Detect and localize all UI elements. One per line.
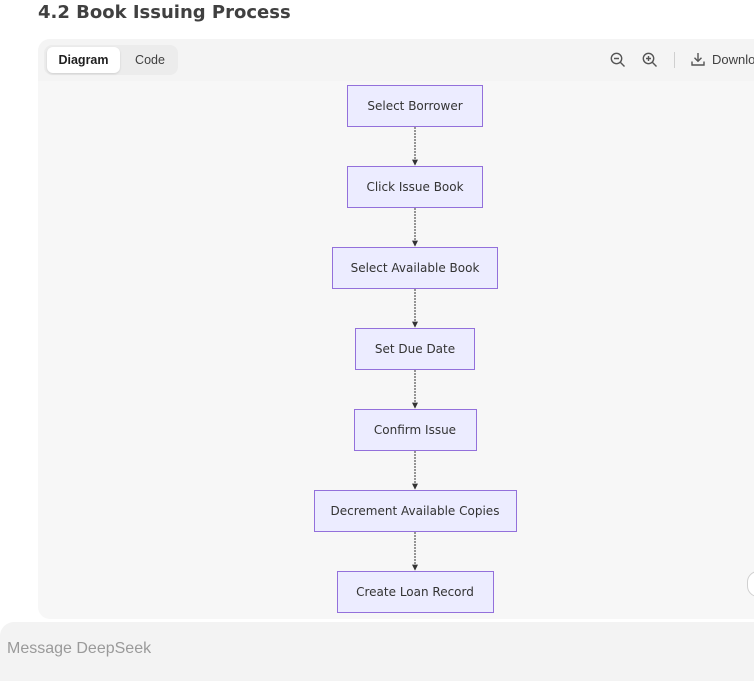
flowchart-edges [412,127,418,571]
flow-node[interactable]: Confirm Issue [353,409,477,451]
flow-node[interactable]: Decrement Available Copies [313,490,517,532]
flow-node[interactable]: Create Loan Record [336,571,494,613]
flow-node[interactable]: Select Available Book [332,247,498,289]
flow-node[interactable]: Select Borrower [347,85,483,127]
zoom-out-icon[interactable] [609,51,627,69]
flow-node[interactable]: Set Due Date [355,328,475,370]
view-toggle: Diagram Code [44,45,178,75]
flow-node[interactable]: Click Issue Book [347,166,483,208]
message-composer [0,622,754,681]
download-button[interactable]: Downlo [690,49,754,71]
tab-code[interactable]: Code [135,53,165,67]
message-input[interactable] [5,636,709,662]
download-icon [691,53,705,66]
download-label: Downlo [712,52,754,67]
tab-diagram[interactable]: Diagram [47,47,120,73]
diagram-panel: Diagram Code Downlo [38,39,754,619]
zoom-in-icon[interactable] [641,51,659,69]
diagram-toolbar: Diagram Code Downlo [38,39,754,81]
section-title: 4.2 Book Issuing Process [38,2,291,23]
toolbar-divider [674,52,675,68]
